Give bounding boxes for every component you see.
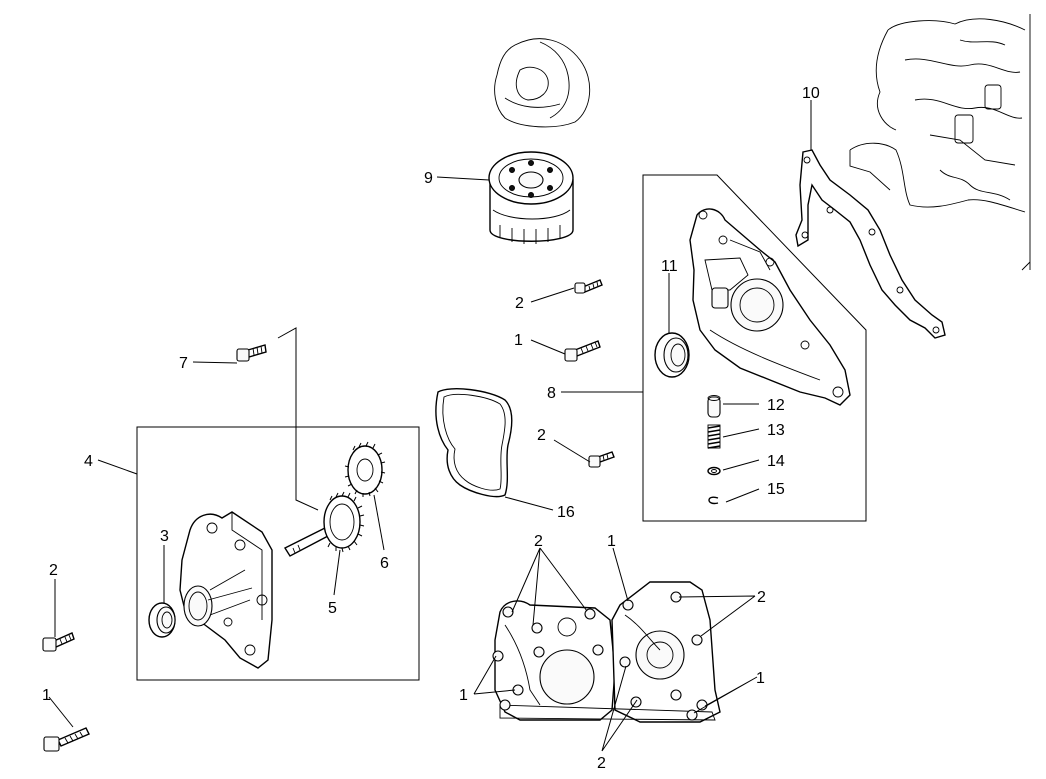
callout-1-cover-top: 1 xyxy=(607,533,616,550)
callout-2-cover-top: 2 xyxy=(534,533,543,550)
callout-2-upper: 2 xyxy=(515,295,524,312)
callout-1-center: 1 xyxy=(514,332,523,349)
washer xyxy=(707,466,721,476)
callout-2-cover-bottom: 2 xyxy=(597,755,606,772)
callout-11: 11 xyxy=(661,258,678,275)
relief-valve xyxy=(707,395,721,418)
callout-15: 15 xyxy=(767,481,785,498)
callout-5: 5 xyxy=(328,600,337,617)
bolt-1-center xyxy=(564,340,601,362)
callout-4: 4 xyxy=(84,453,93,470)
callout-8: 8 xyxy=(547,385,556,402)
callout-9: 9 xyxy=(424,170,433,187)
callout-10: 10 xyxy=(802,85,820,102)
cover-gasket xyxy=(795,149,946,339)
driven-gear xyxy=(344,441,386,497)
callout-14: 14 xyxy=(767,453,785,470)
oil-seal-3 xyxy=(148,602,176,638)
engine-block-outline xyxy=(849,14,1031,271)
group-4-frame xyxy=(136,426,420,681)
callout-1-cover-right: 1 xyxy=(756,670,765,687)
oil-pump-cover xyxy=(689,208,851,406)
bolt-2-middle xyxy=(588,451,615,468)
callout-7: 7 xyxy=(179,355,188,372)
oil-seal-11 xyxy=(654,332,690,378)
callout-labels: 10 9 11 2 1 8 12 13 14 15 2 16 7 4 3 6 5… xyxy=(42,85,820,772)
callout-2-left: 2 xyxy=(49,562,58,579)
bolt-7 xyxy=(236,344,267,362)
group-8-frame xyxy=(642,174,867,522)
bolt-2-left xyxy=(42,632,75,652)
leader-lines xyxy=(48,100,812,752)
pump-housing xyxy=(179,511,273,669)
callout-2-middle: 2 xyxy=(537,427,546,444)
snap-ring xyxy=(708,496,719,505)
callout-13: 13 xyxy=(767,422,785,439)
callout-1-left: 1 xyxy=(42,687,51,704)
callout-3: 3 xyxy=(160,528,169,545)
callout-1-cover-left: 1 xyxy=(459,687,468,704)
callout-12: 12 xyxy=(767,397,785,414)
callout-6: 6 xyxy=(380,555,389,572)
bolt-2-upper xyxy=(574,279,603,294)
relief-spring xyxy=(707,424,721,449)
drive-gear-shaft xyxy=(283,491,365,557)
bolt-1-left xyxy=(43,727,90,752)
pump-gasket xyxy=(435,388,513,498)
oil-filter-housing-ghost xyxy=(494,38,591,128)
oil-filter xyxy=(488,151,574,244)
callout-2-cover-right: 2 xyxy=(757,589,766,606)
shaft-leader-line xyxy=(277,327,319,511)
timing-cover xyxy=(492,581,721,723)
callout-16: 16 xyxy=(557,504,575,521)
